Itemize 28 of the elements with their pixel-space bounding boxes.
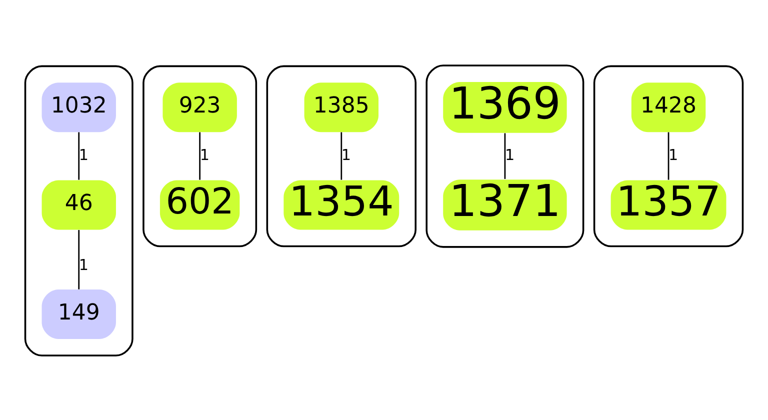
connector	[340, 132, 342, 180]
connector	[78, 230, 80, 289]
cluster	[142, 64, 258, 247]
connector	[504, 132, 506, 178]
edge-label: 1	[200, 146, 210, 164]
cluster	[266, 64, 416, 247]
edge-label: 1	[668, 146, 678, 164]
node-box: 1369	[443, 81, 567, 132]
edge-label: 1	[78, 146, 88, 164]
cluster	[593, 64, 744, 247]
cluster	[24, 64, 134, 356]
edge-label: 1	[78, 256, 88, 274]
node-box: 1385	[304, 82, 378, 132]
connector	[199, 132, 200, 180]
node-box: 1428	[631, 82, 706, 132]
connector	[78, 132, 80, 180]
node-box: 923	[162, 82, 237, 132]
node-box: 46	[42, 180, 116, 230]
node-box: 1371	[443, 179, 567, 230]
node-box: 602	[160, 180, 240, 230]
node-box: 149	[42, 289, 116, 339]
edge-label: 1	[504, 146, 515, 164]
node-box: 1032	[42, 82, 116, 132]
cluster	[426, 64, 584, 248]
node-box: 1354	[284, 180, 400, 230]
node-box: 1357	[610, 180, 726, 230]
edge-label: 1	[341, 146, 352, 164]
connector	[668, 132, 670, 180]
